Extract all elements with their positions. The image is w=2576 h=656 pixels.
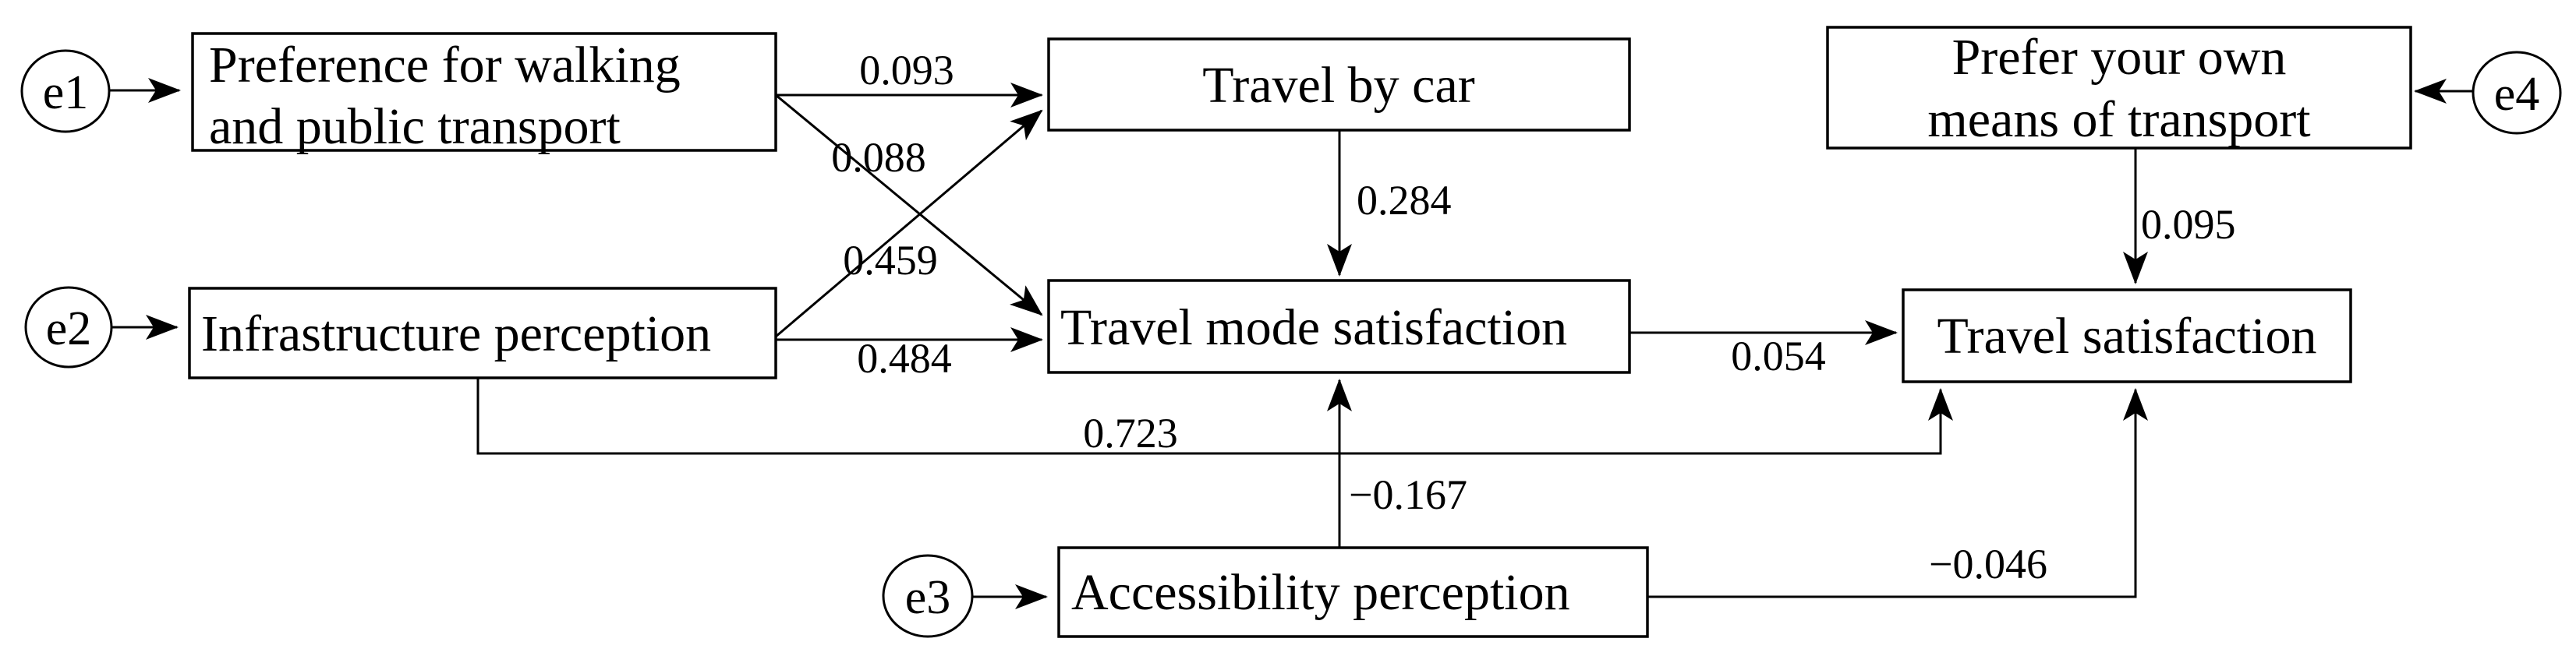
node-travel-by-car: Travel by car bbox=[1047, 37, 1631, 132]
error-e3-circle bbox=[882, 554, 974, 638]
error-e4-circle bbox=[2472, 51, 2562, 135]
error-e2-circle bbox=[24, 286, 113, 369]
error-term-e1: e1 bbox=[20, 49, 111, 133]
node-travel-satisfaction-label: Travel satisfaction bbox=[1937, 308, 2317, 365]
node-travel-mode-satisfaction: Travel mode satisfaction bbox=[1047, 279, 1631, 374]
coef-preference-to-travel-by-car: 0.093 bbox=[859, 47, 954, 93]
node-prefer-own-means: Prefer your own means of transport bbox=[1826, 26, 2412, 150]
coef-travel-by-car-to-travel-mode-satisfaction: 0.284 bbox=[1357, 177, 1452, 224]
error-term-e2: e2 bbox=[24, 286, 113, 369]
node-preference-box bbox=[191, 32, 777, 152]
node-travel-by-car-label: Travel by car bbox=[1202, 57, 1474, 114]
coef-preference-to-travel-mode-satisfaction: 0.088 bbox=[831, 134, 926, 181]
coef-prefer-own-means-to-travel-satisfaction: 0.095 bbox=[2141, 201, 2236, 248]
node-accessibility-box bbox=[1057, 546, 1649, 638]
node-preference-label-line1: Preference for walking bbox=[209, 37, 681, 93]
coef-infrastructure-to-travel-mode-satisfaction: 0.484 bbox=[857, 335, 952, 382]
node-prefer-own-means-label-line2: means of transport bbox=[1927, 91, 2310, 148]
error-e4-label: e4 bbox=[2494, 68, 2540, 121]
error-term-e3: e3 bbox=[882, 554, 974, 638]
node-prefer-own-means-box bbox=[1826, 26, 2412, 150]
edge-accessibility-to-travel-satisfaction bbox=[1647, 388, 2148, 598]
edge-infrastructure-to-travel-by-car bbox=[775, 109, 1043, 338]
node-travel-satisfaction-box bbox=[1902, 288, 2352, 383]
edge-infrastructure-to-travel-satisfaction bbox=[476, 378, 1953, 455]
node-travel-mode-satisfaction-label: Travel mode satisfaction bbox=[1060, 299, 1567, 356]
node-travel-by-car-box bbox=[1047, 37, 1631, 132]
node-prefer-own-means-label-line1: Prefer your own bbox=[1952, 29, 2287, 86]
node-infrastructure-box bbox=[188, 287, 777, 379]
node-preference: Preference for walking and public transp… bbox=[191, 32, 777, 155]
coef-infrastructure-to-travel-by-car: 0.459 bbox=[843, 237, 938, 284]
node-travel-satisfaction: Travel satisfaction bbox=[1902, 288, 2352, 383]
error-e3-label: e3 bbox=[905, 571, 951, 624]
coef-infrastructure-to-travel-satisfaction: 0.723 bbox=[1083, 410, 1178, 457]
edge-preference-to-travel-mode-satisfaction bbox=[775, 93, 1043, 316]
error-e1-label: e1 bbox=[43, 66, 89, 119]
node-travel-mode-satisfaction-box bbox=[1047, 279, 1631, 374]
coef-accessibility-to-travel-mode-satisfaction: −0.167 bbox=[1349, 471, 1467, 518]
node-preference-label-line2: and public transport bbox=[209, 98, 621, 155]
error-e1-circle bbox=[20, 49, 111, 133]
coef-accessibility-to-travel-satisfaction: −0.046 bbox=[1929, 541, 2047, 587]
error-term-e4: e4 bbox=[2472, 51, 2562, 135]
error-e2-label: e2 bbox=[46, 302, 92, 355]
node-accessibility-label: Accessibility perception bbox=[1071, 564, 1570, 621]
node-accessibility: Accessibility perception bbox=[1057, 546, 1649, 638]
node-infrastructure: Infrastructure perception bbox=[188, 287, 777, 379]
coef-travel-mode-satisfaction-to-travel-satisfaction: 0.054 bbox=[1731, 333, 1826, 379]
node-infrastructure-label: Infrastructure perception bbox=[201, 305, 711, 362]
